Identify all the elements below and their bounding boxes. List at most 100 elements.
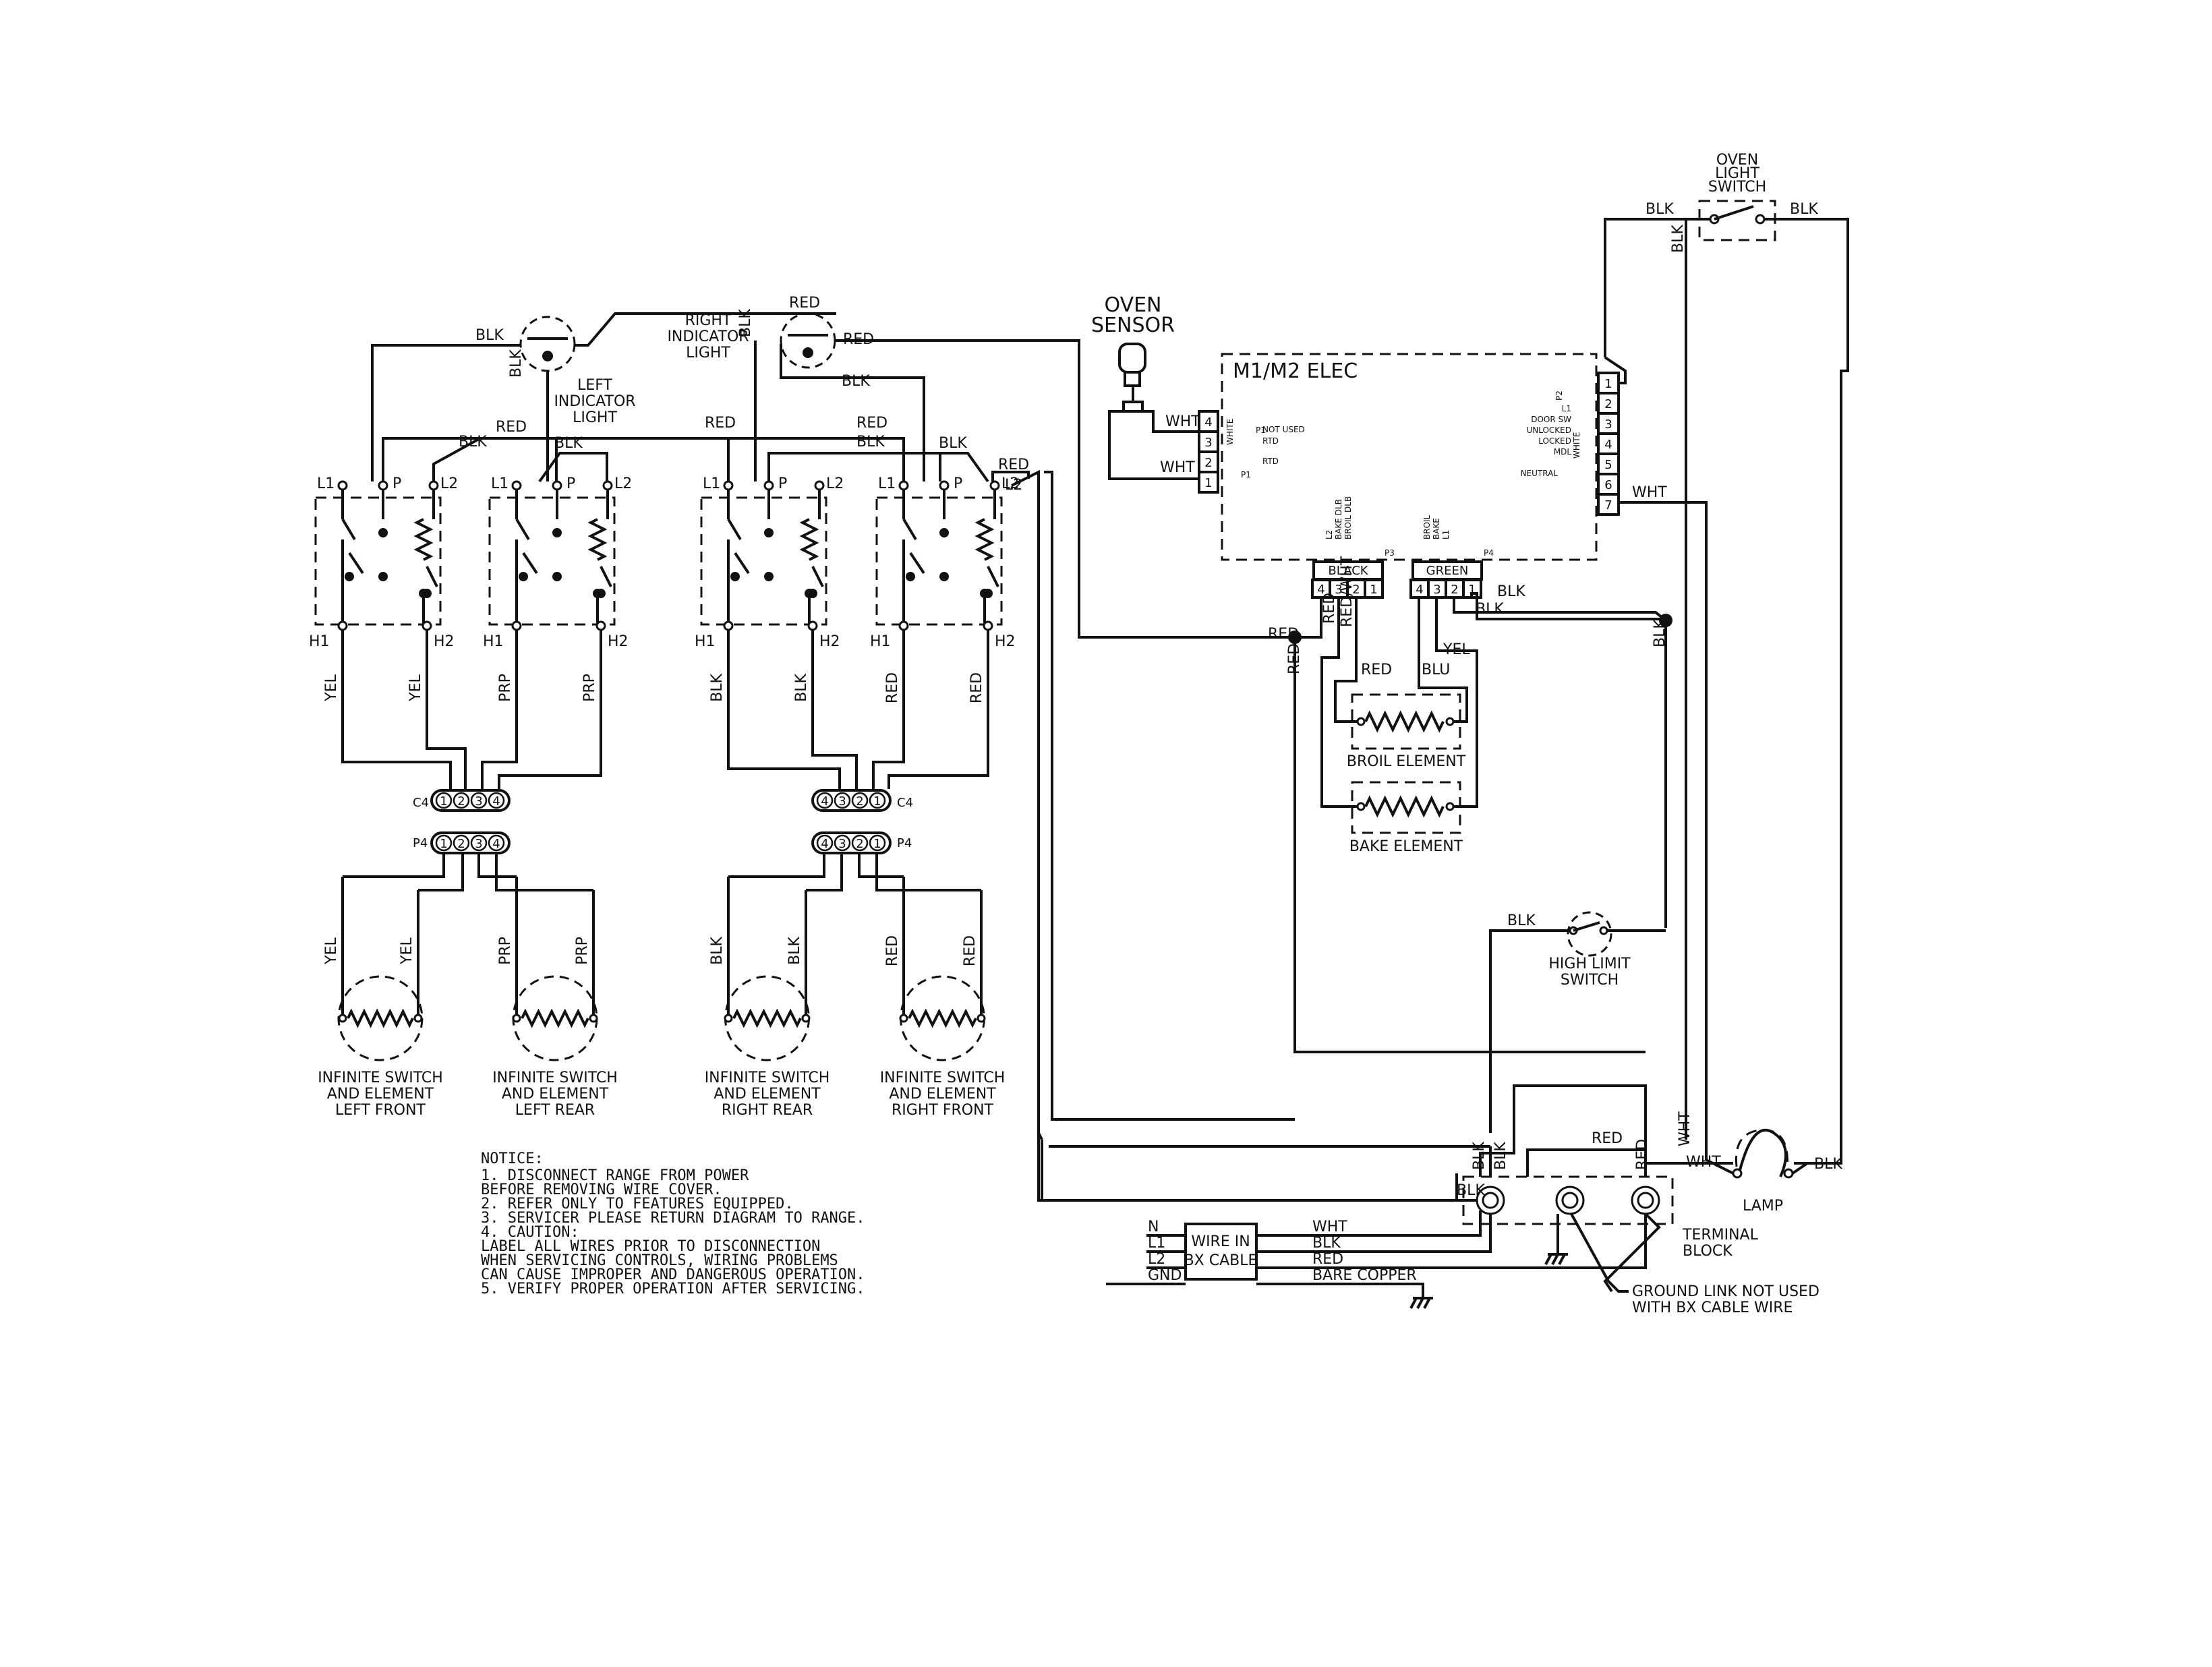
- wire: [1526, 1148, 1647, 1177]
- terminal-label-h1: H1: [870, 633, 891, 650]
- terminal-label-h2: H2: [608, 633, 629, 650]
- switch-terminal: [939, 480, 950, 491]
- control-title: M1/M2 ELEC: [1233, 359, 1358, 383]
- switch-terminal: [723, 620, 734, 631]
- wire-color-label: YEL: [399, 937, 415, 964]
- connector-pin-number: 1: [440, 837, 447, 851]
- terminal-screw-icon: [1482, 1192, 1499, 1209]
- junction-dot: [764, 572, 774, 581]
- connector-pin: [488, 792, 505, 809]
- terminal-label-l1: L1: [703, 475, 720, 492]
- wire: [426, 742, 467, 789]
- switch-contact-icon: [348, 552, 364, 575]
- terminal-label-l2: L2: [1001, 475, 1019, 492]
- right-indicator-label: RIGHT: [685, 312, 732, 329]
- junction-dot: [422, 589, 432, 598]
- wire-color-label: BLU: [1422, 662, 1450, 678]
- oven-sensor-label: OVEN: [1104, 293, 1161, 317]
- wire-color-label: RED: [1592, 1130, 1623, 1147]
- wire-color-label: BLK: [1646, 201, 1674, 218]
- switch-contact-icon: [600, 566, 612, 587]
- wire: [858, 853, 904, 878]
- notice-line: 5. VERIFY PROPER OPERATION AFTER SERVICI…: [481, 1281, 865, 1297]
- terminal: [1445, 802, 1455, 811]
- connector-pin: [488, 834, 505, 852]
- junction-dot: [1288, 631, 1302, 644]
- p3-pin-number: 4: [1317, 583, 1325, 597]
- rtd-label: RTD: [1262, 457, 1279, 466]
- connector-p4-label: P4: [897, 836, 912, 850]
- wire-color-label: BLK: [1790, 201, 1818, 218]
- terminal-label-l2: L2: [440, 475, 458, 492]
- wire-color-label: BARE COPPER: [1312, 1267, 1417, 1284]
- resistor-icon: [413, 518, 434, 561]
- terminal: [1755, 214, 1766, 225]
- p3-pin-label: L2: [1325, 530, 1334, 539]
- bx-cable-box: [1184, 1223, 1258, 1281]
- p2-pin-number: 7: [1604, 498, 1612, 513]
- switch-terminal: [552, 480, 562, 491]
- wire-color-label: YEL: [1443, 641, 1470, 658]
- wire: [481, 755, 518, 789]
- terminal-block-label: BLOCK: [1683, 1243, 1733, 1260]
- wire: [1791, 1162, 1809, 1175]
- wire-color-label: BLK: [1670, 225, 1687, 253]
- wire: [806, 853, 843, 891]
- infinite-switch-caption: AND ELEMENT: [502, 1086, 609, 1103]
- p3-pin-number: 1: [1370, 583, 1377, 597]
- broil-element-enclosure: [1351, 693, 1461, 750]
- connector-pin: [869, 792, 886, 809]
- wire: [835, 339, 1295, 639]
- junction-dot: [808, 589, 817, 598]
- wire: [575, 312, 836, 347]
- wire: [1604, 218, 1679, 357]
- wire: [872, 755, 905, 789]
- terminal-label-l2: L2: [826, 475, 844, 492]
- connector-pin-number: 1: [440, 794, 447, 809]
- wire: [1256, 1283, 1424, 1298]
- terminal: [338, 1014, 347, 1023]
- wire: [371, 344, 521, 481]
- infinite-switch-enclosure: [314, 496, 442, 626]
- junction-dot: [983, 589, 993, 598]
- p4-pin-label: L1: [1441, 530, 1451, 539]
- junction-dot: [345, 572, 354, 581]
- lamp-enclosure: [1735, 1129, 1788, 1171]
- wire-color-label: BLK: [459, 434, 487, 450]
- switch-terminal: [337, 480, 348, 491]
- terminal: [1445, 717, 1455, 726]
- terminal: [724, 1014, 733, 1023]
- switch-terminal: [511, 620, 522, 631]
- heating-coil-icon: [521, 1008, 589, 1028]
- wire-color-label: RED: [998, 457, 1029, 473]
- p2-pin-label: MDL: [1554, 447, 1572, 457]
- wire: [1295, 597, 1322, 639]
- ground-link-leader: [1603, 1212, 1661, 1293]
- switch-terminal: [763, 480, 774, 491]
- p4-green-label: GREEN: [1426, 564, 1469, 578]
- wire: [1142, 410, 1199, 433]
- resistor-icon: [974, 518, 995, 561]
- terminal-label-p: P: [778, 475, 787, 492]
- p3-black-label: BLACK: [1328, 564, 1368, 578]
- switch-terminal: [602, 480, 613, 491]
- wire: [432, 437, 481, 481]
- terminal-label-p: P: [954, 475, 962, 492]
- wire-color-label: BLK: [1814, 1156, 1842, 1173]
- neutral-label: NEUTRAL: [1521, 469, 1559, 478]
- oven-sensor-icon: [1118, 343, 1146, 374]
- wire: [1604, 356, 1627, 384]
- p3-pin-label: BROIL DLB: [1343, 496, 1353, 539]
- connector-pin: [834, 792, 851, 809]
- wire: [767, 452, 989, 483]
- terminal-label-h1: H1: [309, 633, 330, 650]
- wire: [1764, 218, 1849, 1165]
- p2-pin-label: DOOR SW: [1531, 415, 1571, 424]
- notice-line: 1. DISCONNECT RANGE FROM POWER: [481, 1167, 749, 1184]
- wire: [1256, 1210, 1482, 1237]
- switch-contact-icon: [426, 566, 438, 587]
- p2-pin-label: L1: [1562, 404, 1571, 413]
- connector-pin-number: 2: [457, 837, 465, 851]
- terminal-label-h2: H2: [434, 633, 455, 650]
- terminal: [512, 1014, 521, 1023]
